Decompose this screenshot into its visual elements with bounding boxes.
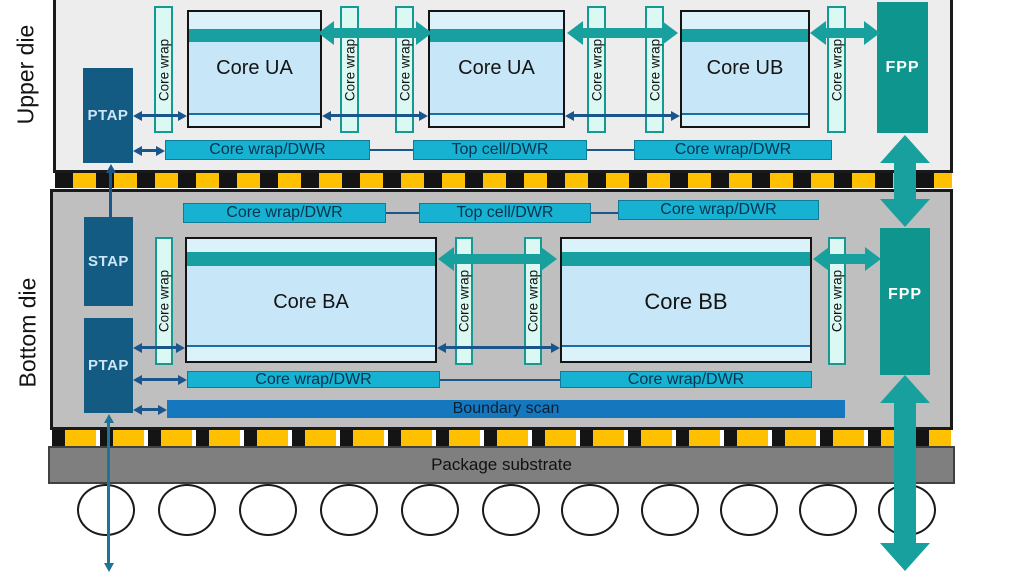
stap-label: STAP	[88, 253, 129, 270]
core-wrap-label: Core wrap	[829, 38, 844, 101]
serial-chain-arrow	[133, 110, 187, 121]
stap-box: STAP	[84, 217, 133, 306]
solder-ball	[320, 484, 378, 536]
ptap-stap-link-arrow	[105, 164, 116, 217]
core-wrap-box: Core wrap	[154, 6, 173, 133]
core-wrap-label: Core wrap	[342, 38, 357, 101]
ptap-dwr-arrow	[133, 145, 165, 156]
core-wrap-label: Core wrap	[456, 269, 472, 333]
fpp-interdie-arrow	[880, 135, 930, 227]
top-cell-dwr-bar: Top cell/DWR	[419, 203, 591, 223]
bottom-die-label: Bottom die	[14, 277, 41, 388]
solder-ball	[482, 484, 540, 536]
core-wrap-box: Core wrap	[155, 237, 173, 365]
fpp-lower-label: FPP	[887, 286, 923, 303]
core-bb-box: Core BB	[560, 237, 812, 363]
core-wrap-label: Core wrap	[589, 38, 604, 101]
solder-ball	[720, 484, 778, 536]
interdie-microbump-strip	[55, 173, 952, 188]
solder-ball	[561, 484, 619, 536]
dwr-connector-line	[587, 149, 634, 151]
core-wrap-dwr-bar: Core wrap/DWR	[165, 140, 370, 160]
upper-die-label: Upper die	[12, 24, 39, 125]
core-ua2-label: Core UA	[458, 57, 535, 79]
top-cell-dwr-bar: Top cell/DWR	[413, 140, 587, 160]
serial-chain-arrow	[437, 342, 560, 353]
core-ua1-box: Core UA	[187, 10, 322, 128]
core-wrap-dwr-bar: Core wrap/DWR	[618, 200, 819, 220]
core-wrap-label: Core wrap	[156, 269, 172, 333]
core-wrap-dwr-bar: Core wrap/DWR	[560, 371, 812, 388]
ptap-upper-label: PTAP	[87, 107, 129, 124]
serial-chain-arrow	[133, 342, 185, 353]
solder-ball	[239, 484, 297, 536]
core-ub-box: Core UB	[680, 10, 810, 128]
fpp-upper-label: FPP	[885, 58, 920, 76]
dwr-connector-line	[440, 379, 560, 381]
solder-ball	[799, 484, 857, 536]
core-fpp-arrow	[810, 21, 880, 45]
core-interconnect-arrow	[567, 21, 678, 45]
core-wrap-box: Core wrap	[455, 237, 473, 365]
core-bb-label: Core BB	[644, 289, 728, 314]
ptap-lower-box: PTAP	[84, 318, 133, 413]
fpp-external-access-arrow	[880, 375, 930, 571]
fpp-upper-box: FPP	[877, 2, 928, 133]
core-interconnect-arrow	[318, 21, 432, 45]
core-wrap-label: Core wrap	[397, 38, 412, 101]
solder-ball	[77, 484, 135, 536]
core-interconnect-arrow	[438, 247, 557, 271]
serial-chain-arrow	[322, 110, 428, 121]
core-wrap-dwr-bar: Core wrap/DWR	[634, 140, 832, 160]
core-ba-label: Core BA	[273, 291, 349, 313]
core-wrap-label: Core wrap	[647, 38, 662, 101]
core-ua1-label: Core UA	[216, 57, 293, 79]
core-ua2-box: Core UA	[428, 10, 565, 128]
ptap-dwr-arrow	[133, 374, 187, 385]
core-wrap-box: Core wrap	[524, 237, 542, 365]
solder-ball	[158, 484, 216, 536]
serial-chain-arrow	[565, 110, 680, 121]
ptap-boundary-scan-arrow	[133, 404, 167, 415]
dwr-connector-line	[386, 212, 419, 214]
core-ba-box: Core BA	[185, 237, 437, 363]
die-to-substrate-bump-strip	[52, 430, 951, 448]
dwr-connector-line	[370, 149, 413, 151]
package-substrate: Package substrate	[48, 446, 955, 484]
core-wrap-dwr-bar: Core wrap/DWR	[183, 203, 386, 223]
core-wrap-label: Core wrap	[829, 269, 845, 333]
fpp-lower-box: FPP	[880, 228, 930, 375]
dwr-connector-line	[591, 212, 618, 214]
boundary-scan-bar: Boundary scan	[167, 400, 845, 418]
ptap-external-access-arrow	[103, 414, 114, 572]
core-wrap-dwr-bar: Core wrap/DWR	[187, 371, 440, 388]
solder-ball	[641, 484, 699, 536]
solder-ball	[401, 484, 459, 536]
core-wrap-box: Core wrap	[828, 237, 846, 365]
core-wrap-label: Core wrap	[156, 38, 171, 101]
core-ub-label: Core UB	[706, 57, 784, 79]
ptap-lower-label: PTAP	[88, 357, 129, 374]
ptap-upper-box: PTAP	[83, 68, 133, 163]
package-substrate-label: Package substrate	[431, 455, 572, 474]
core-wrap-label: Core wrap	[525, 269, 541, 333]
core-fpp-arrow	[813, 247, 881, 271]
